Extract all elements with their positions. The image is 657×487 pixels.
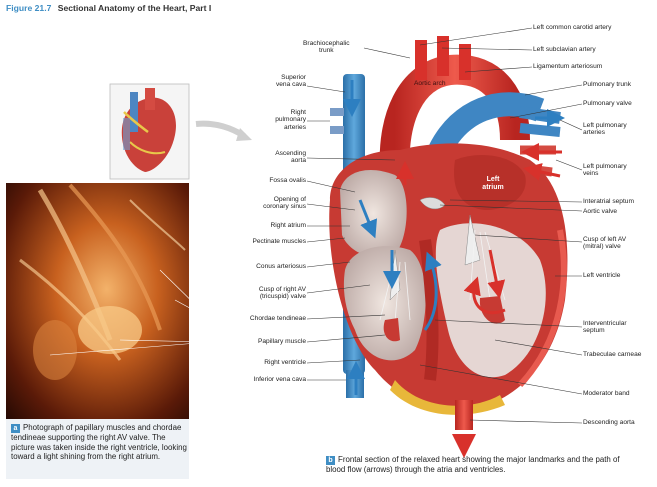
caption-a-badge: a (11, 424, 20, 433)
label-descending-aorta: Descending aorta (583, 419, 635, 426)
figure-number: Figure 21.7 (6, 3, 52, 13)
label-left-atrium: Left atrium (482, 176, 504, 191)
label-cusp-left-av-valve: Cusp of left AV (mitral) valve (583, 236, 627, 251)
label-right-ventricle: Right ventricle (264, 359, 306, 366)
heart-thumbnail (109, 83, 190, 180)
caption-b-badge: b (326, 456, 335, 465)
label-left-pulmonary-arteries: Left pulmonary arteries (583, 122, 627, 137)
label-inferior-vena-cava: Inferior vena cava (253, 376, 306, 383)
label-cusp-right-av-valve: Cusp of right AV (tricuspid) valve (258, 286, 306, 301)
label-ascending-aorta: Ascending aorta (275, 150, 306, 165)
label-interventricular-septum: Interventricular septum (583, 320, 627, 335)
label-papillary-muscle: Papillary muscle (257, 338, 306, 345)
label-chordae-tendineae: Chordae tendineae (249, 315, 306, 322)
label-left-pulmonary-veins: Left pulmonary veins (583, 163, 627, 178)
label-brachiocephalic-trunk: Brachiocephalic trunk (303, 40, 350, 55)
label-opening-coronary-sinus: Opening of coronary sinus (263, 196, 306, 211)
caption-a-text: Photograph of papillary muscles and chor… (11, 423, 187, 462)
label-pulmonary-trunk: Pulmonary trunk (583, 81, 632, 88)
label-pectinate-muscles: Pectinate muscles (252, 238, 306, 245)
label-superior-vena-cava: Superior vena cava (275, 74, 306, 89)
label-aortic-arch: Aortic arch (414, 80, 446, 87)
label-moderator-band: Moderator band (583, 390, 630, 397)
figure-heading: Sectional Anatomy of the Heart, Part I (57, 3, 212, 13)
figure-title: Figure 21.7 Sectional Anatomy of the Hea… (6, 3, 211, 13)
label-interatrial-septum: Interatrial septum (583, 198, 634, 205)
heart-section (329, 36, 568, 458)
label-left-ventricle: Left ventricle (583, 272, 621, 279)
label-left-subclavian-artery: Left subclavian artery (533, 46, 596, 53)
label-trabeculae-carneae: Trabeculae carneae (583, 351, 642, 358)
caption-b-text: Frontal section of the relaxed heart sho… (326, 455, 620, 474)
label-right-atrium: Right atrium (270, 222, 306, 229)
label-fossa-ovalis: Fossa ovalis (269, 177, 306, 184)
label-pulmonary-valve: Pulmonary valve (583, 100, 632, 107)
label-conus-arteriosus: Conus arteriosus (256, 263, 306, 270)
leader-lines (49, 27, 583, 424)
label-ligamentum-arteriosum: Ligamentum arteriosum (533, 63, 603, 70)
label-aortic-valve: Aortic valve (583, 208, 618, 215)
papillary-muscle-photo (6, 183, 189, 419)
label-right-pulmonary-arteries: Right pulmonary arteries (275, 109, 306, 131)
label-left-common-carotid-artery: Left common carotid artery (533, 24, 612, 31)
